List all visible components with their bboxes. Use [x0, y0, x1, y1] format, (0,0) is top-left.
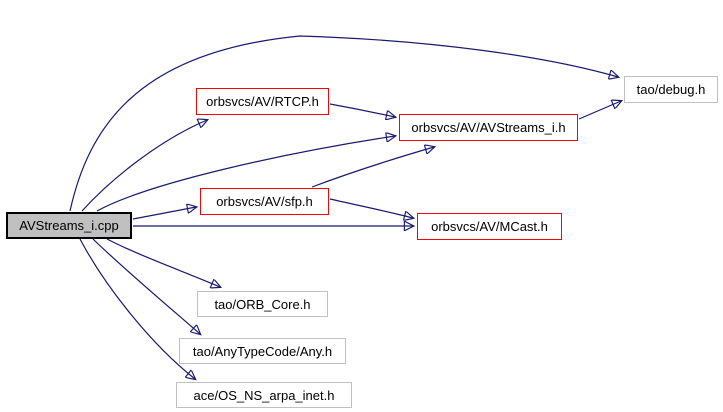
node-tao-anytypecode-any-h: tao/AnyTypeCode/Any.h [179, 338, 346, 364]
edge-main-to-avstreams [96, 136, 395, 212]
node-avstreams-i-cpp: AVStreams_i.cpp [6, 212, 132, 239]
node-orbsvcs-av-sfp-h[interactable]: orbsvcs/AV/sfp.h [200, 188, 329, 215]
node-ace-os-ns-arpa-inet-h: ace/OS_NS_arpa_inet.h [176, 382, 352, 408]
node-tao-orb-core-h: tao/ORB_Core.h [197, 291, 328, 317]
node-tao-debug-h: tao/debug.h [624, 76, 718, 103]
edge-main-to-rtcp [81, 120, 207, 212]
node-orbsvcs-av-rtcp-h[interactable]: orbsvcs/AV/RTCP.h [196, 88, 329, 115]
node-orbsvcs-av-mcast-h[interactable]: orbsvcs/AV/MCast.h [417, 213, 562, 240]
edge-main-to-any [92, 238, 200, 334]
edge-main-to-debug [69, 35, 618, 212]
node-orbsvcs-av-avstreams-i-h[interactable]: orbsvcs/AV/AVStreams_i.h [399, 114, 578, 141]
edge-main-to-arpa [79, 238, 195, 379]
edge-rtcp-to-avstreams [329, 103, 395, 117]
edge-sfp-to-avstreams [311, 147, 434, 188]
edge-main-to-sfp [132, 207, 196, 220]
edge-avstreams-to-debug [578, 101, 621, 120]
edge-sfp-to-mcast [329, 198, 413, 218]
edge-main-to-orbcore [106, 238, 220, 287]
